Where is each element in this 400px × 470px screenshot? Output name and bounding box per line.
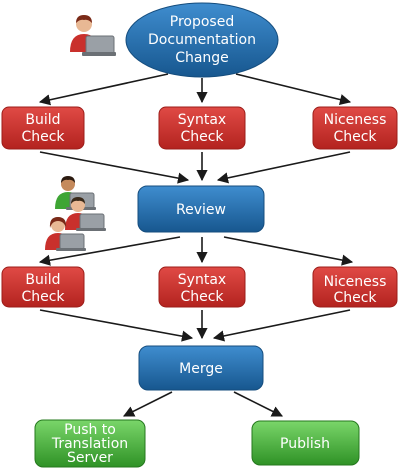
node-niceness-check-1: Niceness Check	[312, 106, 398, 150]
arrow-proposed-to-build1	[38, 73, 169, 106]
node-label-line: Niceness	[324, 274, 387, 290]
arrow-merge-to-push	[122, 391, 173, 417]
node-label-line: Check	[333, 129, 377, 145]
node-label-line: Merge	[179, 361, 223, 377]
arrow-niceness1-to-review	[216, 151, 351, 184]
node-label-line: Review	[176, 202, 226, 218]
arrow-proposed-to-niceness1	[235, 73, 352, 106]
node-push-to-translation-server: Push to Translation Server	[34, 419, 146, 468]
node-niceness-check-2: Niceness Check	[312, 266, 398, 308]
arrow-review-to-build2	[38, 236, 181, 266]
node-label-line: Niceness	[324, 112, 387, 128]
node-label-line: Check	[180, 129, 224, 145]
node-label-line: Proposed	[170, 14, 234, 30]
node-review: Review	[137, 185, 265, 233]
node-build-check-1: Build Check	[1, 106, 85, 150]
author-person-with-laptop-icon	[70, 15, 116, 56]
arrow-build2-to-merge	[39, 309, 194, 342]
node-proposed-documentation-change: Proposed Documentation Change	[125, 2, 279, 78]
arrow-merge-to-publish	[233, 391, 284, 417]
reviewer-woman-person-icon	[45, 217, 86, 251]
node-label-line: Build	[25, 112, 60, 128]
arrows	[38, 73, 354, 417]
node-publish: Publish	[251, 420, 360, 466]
node-label-line: Build	[25, 272, 60, 288]
reviewer-red-person-icon	[65, 197, 106, 231]
node-label-line: Check	[21, 289, 65, 305]
node-label-line: Check	[333, 290, 377, 306]
reviewers-group-with-laptops-icon	[45, 176, 106, 251]
arrow-review-to-niceness2	[223, 236, 354, 266]
node-label-line: Syntax	[178, 272, 226, 288]
node-syntax-check-2: Syntax Check	[158, 266, 246, 308]
node-build-check-2: Build Check	[1, 266, 85, 308]
node-label-line: Change	[175, 50, 229, 66]
node-label-line: Syntax	[178, 112, 226, 128]
node-label-line: Push to	[64, 422, 116, 438]
node-label-line: Documentation	[148, 32, 256, 48]
node-syntax-check-1: Syntax Check	[158, 106, 246, 150]
arrow-niceness2-to-merge	[212, 309, 351, 342]
node-label-line: Server	[67, 450, 113, 466]
node-label-line: Translation	[51, 436, 128, 452]
node-label-line: Publish	[280, 436, 330, 452]
node-label-line: Check	[180, 289, 224, 305]
node-merge: Merge	[138, 345, 264, 391]
arrow-build1-to-review	[39, 151, 190, 184]
node-label-line: Check	[21, 129, 65, 145]
